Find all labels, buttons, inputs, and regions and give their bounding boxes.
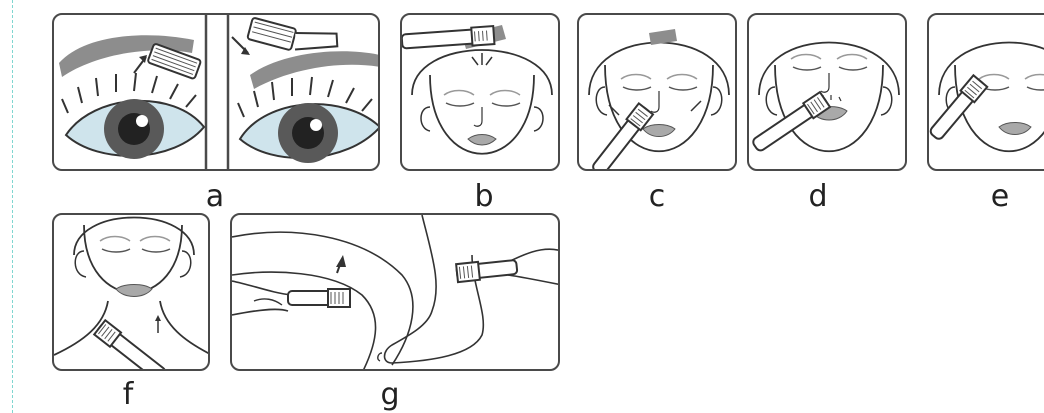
step-label-c: c xyxy=(637,182,677,212)
step-label-g: g xyxy=(370,380,410,410)
panel-a-eyebrow xyxy=(52,13,380,171)
panel-c-cheeks xyxy=(577,13,737,171)
dashed-margin-line xyxy=(12,0,13,413)
panel-f-neck xyxy=(52,213,210,371)
step-label-e: e xyxy=(980,182,1020,212)
panel-g-arm-leg xyxy=(230,213,560,371)
panel-e-sideburns xyxy=(927,13,1044,171)
step-label-a: a xyxy=(195,182,235,212)
step-label-b: b xyxy=(464,182,504,212)
panel-b-forehead xyxy=(400,13,560,171)
step-label-f: f xyxy=(108,380,148,410)
step-label-d: d xyxy=(798,182,838,212)
panel-d-upper-lip xyxy=(747,13,907,171)
